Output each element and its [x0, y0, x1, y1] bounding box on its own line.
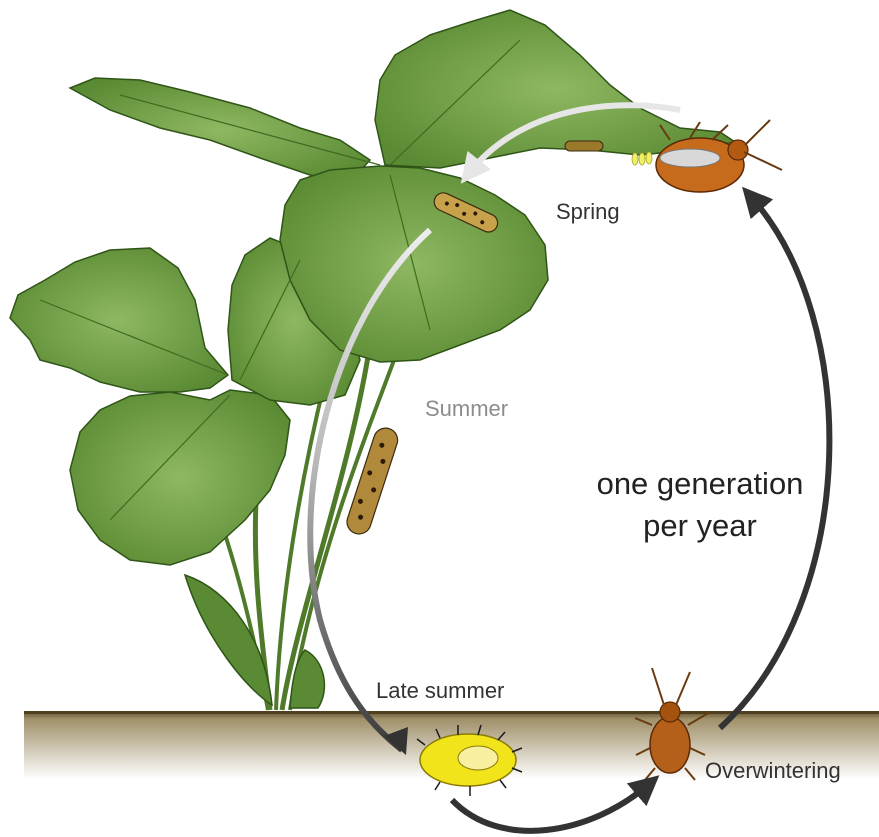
leaflet: [70, 78, 370, 182]
label-generation: one generation per year: [560, 463, 840, 547]
egg-cluster: [632, 152, 652, 165]
label-generation-line2: per year: [560, 505, 840, 547]
label-summer: Summer: [425, 396, 508, 422]
leaflet: [10, 248, 228, 392]
larva-small-on-leaf: [565, 141, 603, 151]
label-generation-line1: one generation: [560, 463, 840, 505]
sheath-leaf: [290, 650, 324, 708]
strawberry-plant: [10, 10, 735, 710]
arrow-late-summer: [452, 785, 648, 831]
soil-surface-line: [24, 711, 879, 714]
label-late-summer: Late summer: [376, 678, 504, 704]
label-overwintering: Overwintering: [705, 758, 841, 784]
label-spring: Spring: [556, 199, 620, 225]
